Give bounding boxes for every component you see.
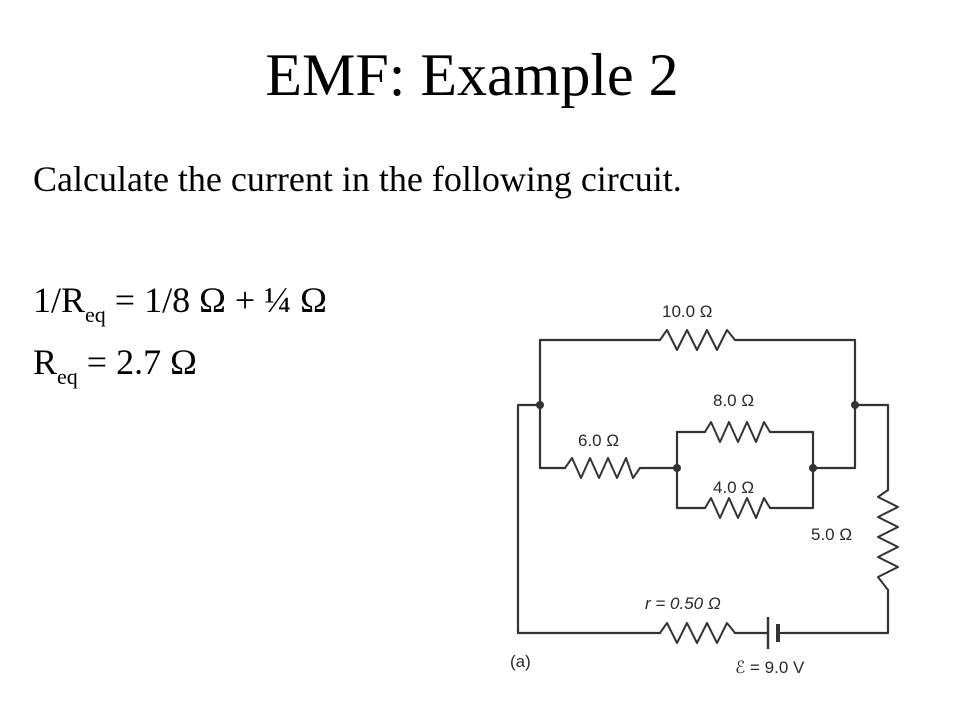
label-4-ohm: 4.0 Ω: [713, 478, 754, 497]
wire-8ohm-right: [768, 430, 815, 470]
circuit-labels: 10.0 Ω 8.0 Ω 6.0 Ω 4.0 Ω 5.0 Ω r = 0.50 …: [510, 302, 852, 677]
wire-4ohm-right: [768, 466, 815, 510]
slide-title: EMF: Example 2: [265, 42, 679, 108]
wire-parallel-left: [675, 430, 707, 510]
wire-node-right: [811, 403, 857, 470]
node-left: [536, 401, 544, 409]
equation-parallel-resistance: 1/Req = 1/8 Ω + ¼ Ω: [33, 280, 327, 326]
node-parallel-right: [809, 464, 817, 472]
wire-top-branch: [538, 338, 662, 407]
resistor-8-ohm: [704, 421, 771, 443]
eq2-subscript: eq: [57, 364, 78, 389]
wire-top-branch-right: [733, 338, 857, 407]
resistors: [564, 329, 899, 644]
wire-outer-left-top: [516, 403, 662, 635]
eq1-rest: = 1/8 Ω + ¼ Ω: [105, 280, 327, 320]
label-6-ohm: 6.0 Ω: [578, 431, 619, 450]
node-right: [851, 401, 859, 409]
equation-equivalent-resistance: Req = 2.7 Ω: [33, 342, 197, 388]
problem-statement: Calculate the current in the following c…: [33, 159, 682, 199]
battery: [766, 617, 785, 649]
eq2-rest: = 2.7 Ω: [77, 342, 197, 382]
eq2-prefix: R: [33, 342, 58, 382]
label-5-ohm: 5.0 Ω: [811, 525, 852, 544]
label-8-ohm: 8.0 Ω: [713, 391, 754, 410]
circuit-wires: [516, 338, 890, 635]
label-part-a: (a): [510, 652, 531, 671]
label-10-ohm: 10.0 Ω: [662, 302, 713, 321]
resistor-4-ohm: [704, 497, 771, 519]
wire-right-bottom: [783, 588, 890, 635]
resistor-6-ohm: [564, 457, 641, 479]
resistor-internal: [659, 622, 736, 644]
junction-nodes: [536, 401, 859, 472]
eq1-prefix: 1/R: [33, 280, 86, 320]
resistor-10-ohm: [659, 329, 736, 351]
wire-6ohm-left: [538, 403, 567, 470]
label-internal-resistance: r = 0.50 Ω: [645, 594, 721, 613]
wire-outer-right: [853, 403, 890, 492]
eq1-subscript: eq: [85, 302, 106, 327]
node-parallel-left: [673, 464, 681, 472]
label-emf: ℰ = 9.0 V: [735, 658, 805, 677]
resistor-5-ohm: [877, 489, 899, 591]
